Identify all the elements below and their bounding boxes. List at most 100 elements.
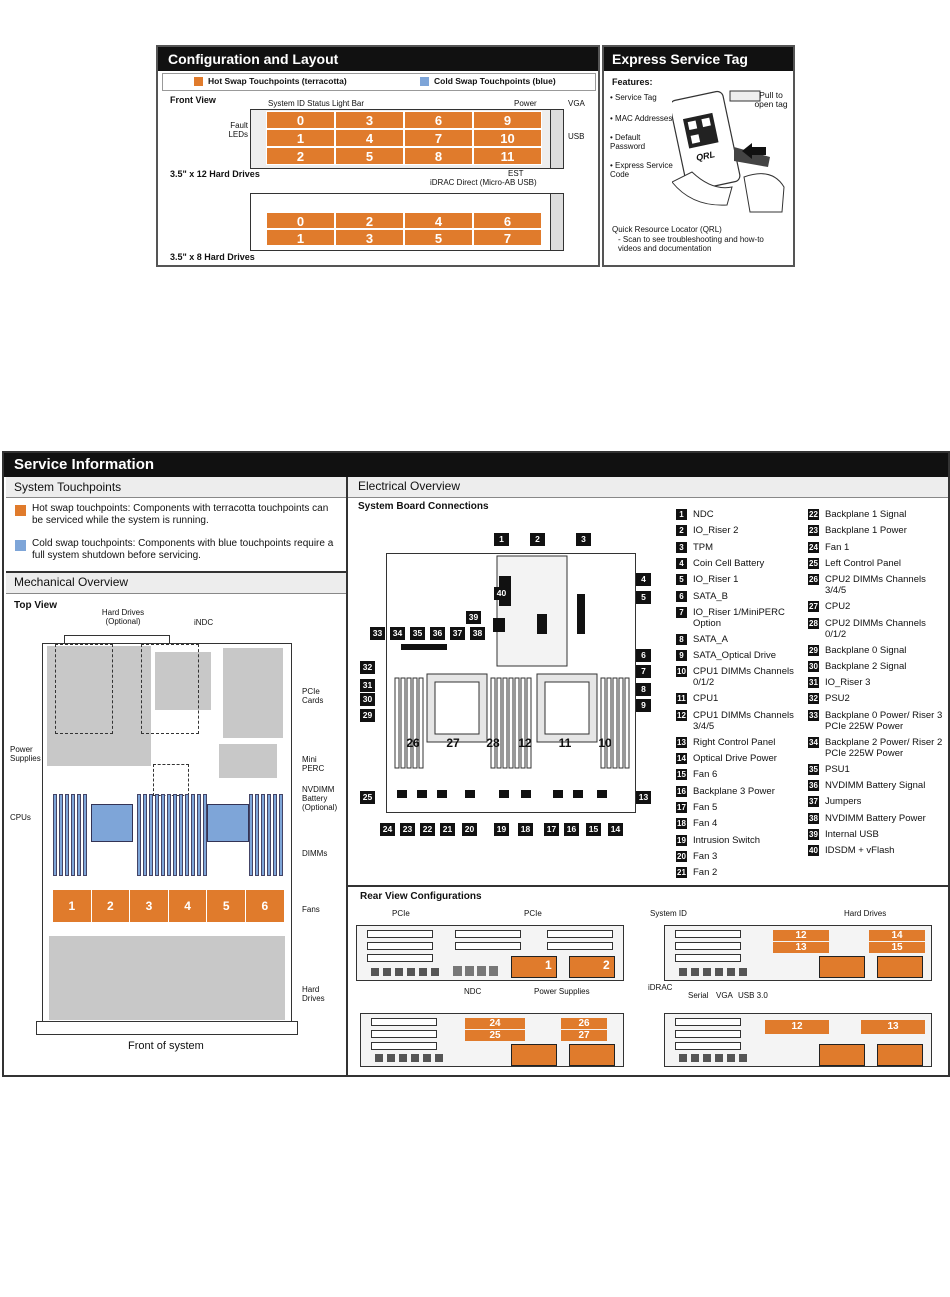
legend-item: 20 Fan 3 [676,850,801,862]
legend-number: 32 [808,693,819,705]
pcie-slot [675,954,741,962]
front-bezel [36,1021,298,1035]
feature-item: • Express Service Code [610,161,673,179]
pcie-slot [547,942,613,950]
legend-text: CPU1 DIMMs Channels 3/4/5 [693,709,794,732]
feature-item: • Service Tag [610,93,657,102]
board-callout-28: 28 [486,736,500,750]
drive-bay: 10 [473,129,542,147]
board-callout-33: 33 [370,627,385,640]
legend-number: 39 [808,828,819,840]
legend-text: CPU2 DIMMs Channels 0/1/2 [825,617,926,640]
drive-bay: 2 [335,212,404,229]
board-callout-11: 11 [558,736,572,750]
legend-text: IO_Riser 2 [693,525,739,537]
drive-bay: 0 [266,212,335,229]
legend-text: Backplane 2 Signal [825,660,907,672]
rear-title: Rear View Configurations [360,891,482,902]
dimm-slot [167,794,171,876]
power-label: Power [514,99,537,108]
dimm-slot [191,794,195,876]
dimm-slot [155,794,159,876]
legend-number: 20 [676,850,687,862]
features-label: Features: [612,77,653,87]
mech-cpus: CPUs [10,813,31,822]
legend-number: 8 [676,633,687,645]
board-callout-35: 35 [410,627,425,640]
legend-text: Optical Drive Power [693,753,777,764]
legend-number: 6 [676,590,687,602]
fault-leds-label: Fault LEDs [228,121,248,139]
legend-number: 16 [676,785,687,797]
legend-number: 25 [808,557,819,569]
dimm-slot [279,794,283,876]
board-callout-38: 38 [470,627,485,640]
mech-indc: iNDC [194,618,214,627]
board-title: System Board Connections [358,501,489,512]
pcie-slot [547,930,613,938]
usb-label: USB [568,132,585,141]
legend-number: 9 [676,650,687,662]
legend-text: NVDIMM Battery Power [825,812,926,824]
rear-drive-14: 14 [869,930,925,941]
dimm-slot [179,794,183,876]
rear-drive-27: 27 [561,1030,607,1041]
rear-drive-15: 15 [869,942,925,953]
express-title: Express Service Tag [604,47,793,71]
pcie-cards-area [223,648,283,738]
legend-number: 38 [808,812,819,824]
pcie-slot [367,954,433,962]
board-callout-12: 12 [518,736,532,750]
config-title: Configuration and Layout [158,47,598,71]
pcie-slot [675,942,741,950]
legend-text: CPU1 DIMMs Channels 0/1/2 [693,666,794,689]
pcie-slot [371,1042,437,1050]
pcie-slot [367,942,433,950]
pcie-slot [675,1042,741,1050]
drive-bay: 6 [404,111,473,129]
board-callout-22: 22 [420,823,435,836]
legend-text: Right Control Panel [693,736,776,748]
dimm-slot [273,794,277,876]
rear-serial-label: Serial [688,991,709,1000]
mech-pcie-cards: PCIe Cards [302,687,324,705]
legend-text: Fan 3 [693,850,718,862]
mechanical-divider [346,573,348,1075]
legend-text: SATA_B [693,590,729,602]
fan-6: 6 [246,890,285,922]
features-list: • Service Tag• MAC Addresses• Default Pa… [610,93,674,189]
legend-number: 36 [808,780,819,791]
mech-fans: Fans [302,905,320,914]
board-callout-13: 13 [636,791,651,804]
board-callout-37: 37 [450,627,465,640]
cold-swap-legend: Cold Swap Touchpoints (blue) [434,76,556,86]
front-view-label: Front View [170,95,216,105]
legend-number: 1 [676,509,687,520]
legend-text: PSU2 [825,693,850,705]
board-callout-16: 16 [564,823,579,836]
legend-number: 27 [808,601,819,613]
board-callout-31: 31 [360,679,375,692]
rear-drive-13: 13 [861,1020,925,1034]
psu-right [569,1044,615,1066]
config-legend-bar [162,73,596,91]
board-callout-21: 21 [440,823,455,836]
legend-number: 24 [808,541,819,553]
system-board [386,553,636,813]
pcie-slot [455,942,521,950]
legend-text: IO_Riser 1/MiniPERC Option [693,606,785,629]
psu-area [47,646,151,766]
